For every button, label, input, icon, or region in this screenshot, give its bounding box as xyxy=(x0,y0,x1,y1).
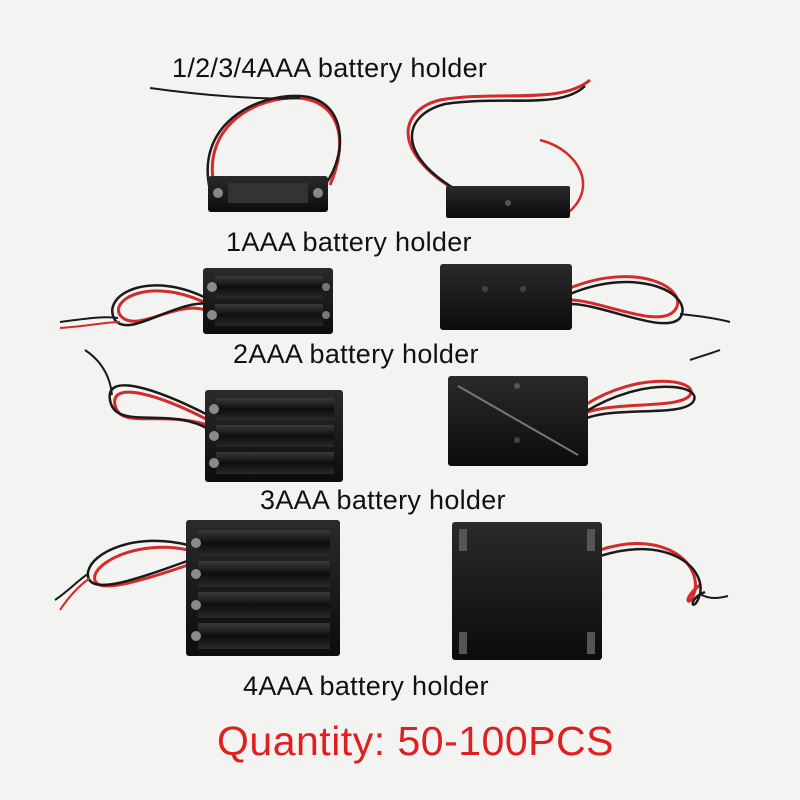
quantity-label: Quantity: 50-100PCS xyxy=(217,718,614,764)
holder-1aaa-closed xyxy=(406,78,591,218)
title-label: 1/2/3/4AAA battery holder xyxy=(172,53,488,83)
label-4aaa: 4AAA battery holder xyxy=(243,671,489,701)
holder-2aaa-open xyxy=(59,268,333,334)
label-3aaa: 3AAA battery holder xyxy=(260,485,506,515)
holder-3aaa-open xyxy=(84,349,343,482)
holder-1aaa-open xyxy=(149,87,342,212)
label-1aaa: 1AAA battery holder xyxy=(226,227,472,257)
holder-4aaa-open xyxy=(54,520,340,656)
holder-3aaa-closed xyxy=(448,349,721,466)
holder-4aaa-closed xyxy=(452,522,729,660)
label-2aaa: 2AAA battery holder xyxy=(233,339,479,369)
holder-2aaa-closed xyxy=(440,264,731,330)
